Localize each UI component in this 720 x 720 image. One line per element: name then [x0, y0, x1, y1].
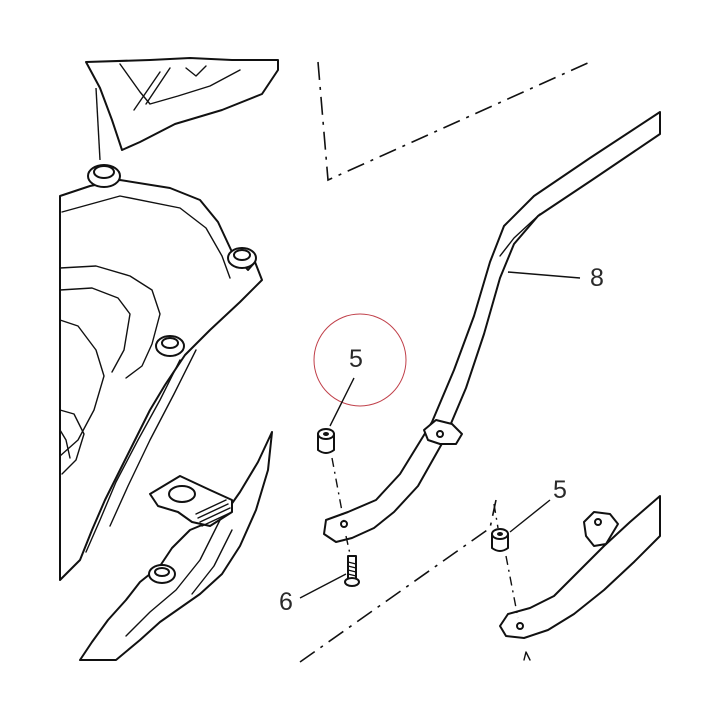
guide-line-bottom	[299, 499, 497, 663]
bolt-center	[155, 335, 185, 357]
bolt-right	[227, 247, 257, 269]
guide-line-top	[317, 61, 591, 182]
spacer-lower	[491, 528, 509, 552]
leader-6	[299, 573, 347, 599]
lower-mount	[148, 564, 176, 584]
callout-5-lower: 5	[553, 476, 567, 504]
axis-spacer-upper	[331, 457, 345, 523]
body-panel	[59, 57, 279, 661]
leader-5-upper	[329, 377, 355, 427]
spacer-upper	[317, 428, 335, 454]
callout-5-upper: 5	[349, 345, 363, 373]
axis-screw	[345, 535, 351, 555]
callout-6: 6	[279, 588, 293, 616]
screw	[344, 555, 360, 587]
leader-8	[507, 271, 581, 279]
highlight-circle	[313, 313, 407, 407]
axis-spacer-lower-top	[493, 503, 499, 529]
grab-rail-lower	[499, 495, 661, 661]
latch-block	[149, 475, 233, 527]
callout-8: 8	[590, 264, 604, 292]
bolt-top	[87, 164, 121, 188]
grab-rail-upper	[323, 111, 661, 543]
axis-spacer-lower	[505, 555, 519, 619]
leader-5-lower	[509, 499, 551, 533]
